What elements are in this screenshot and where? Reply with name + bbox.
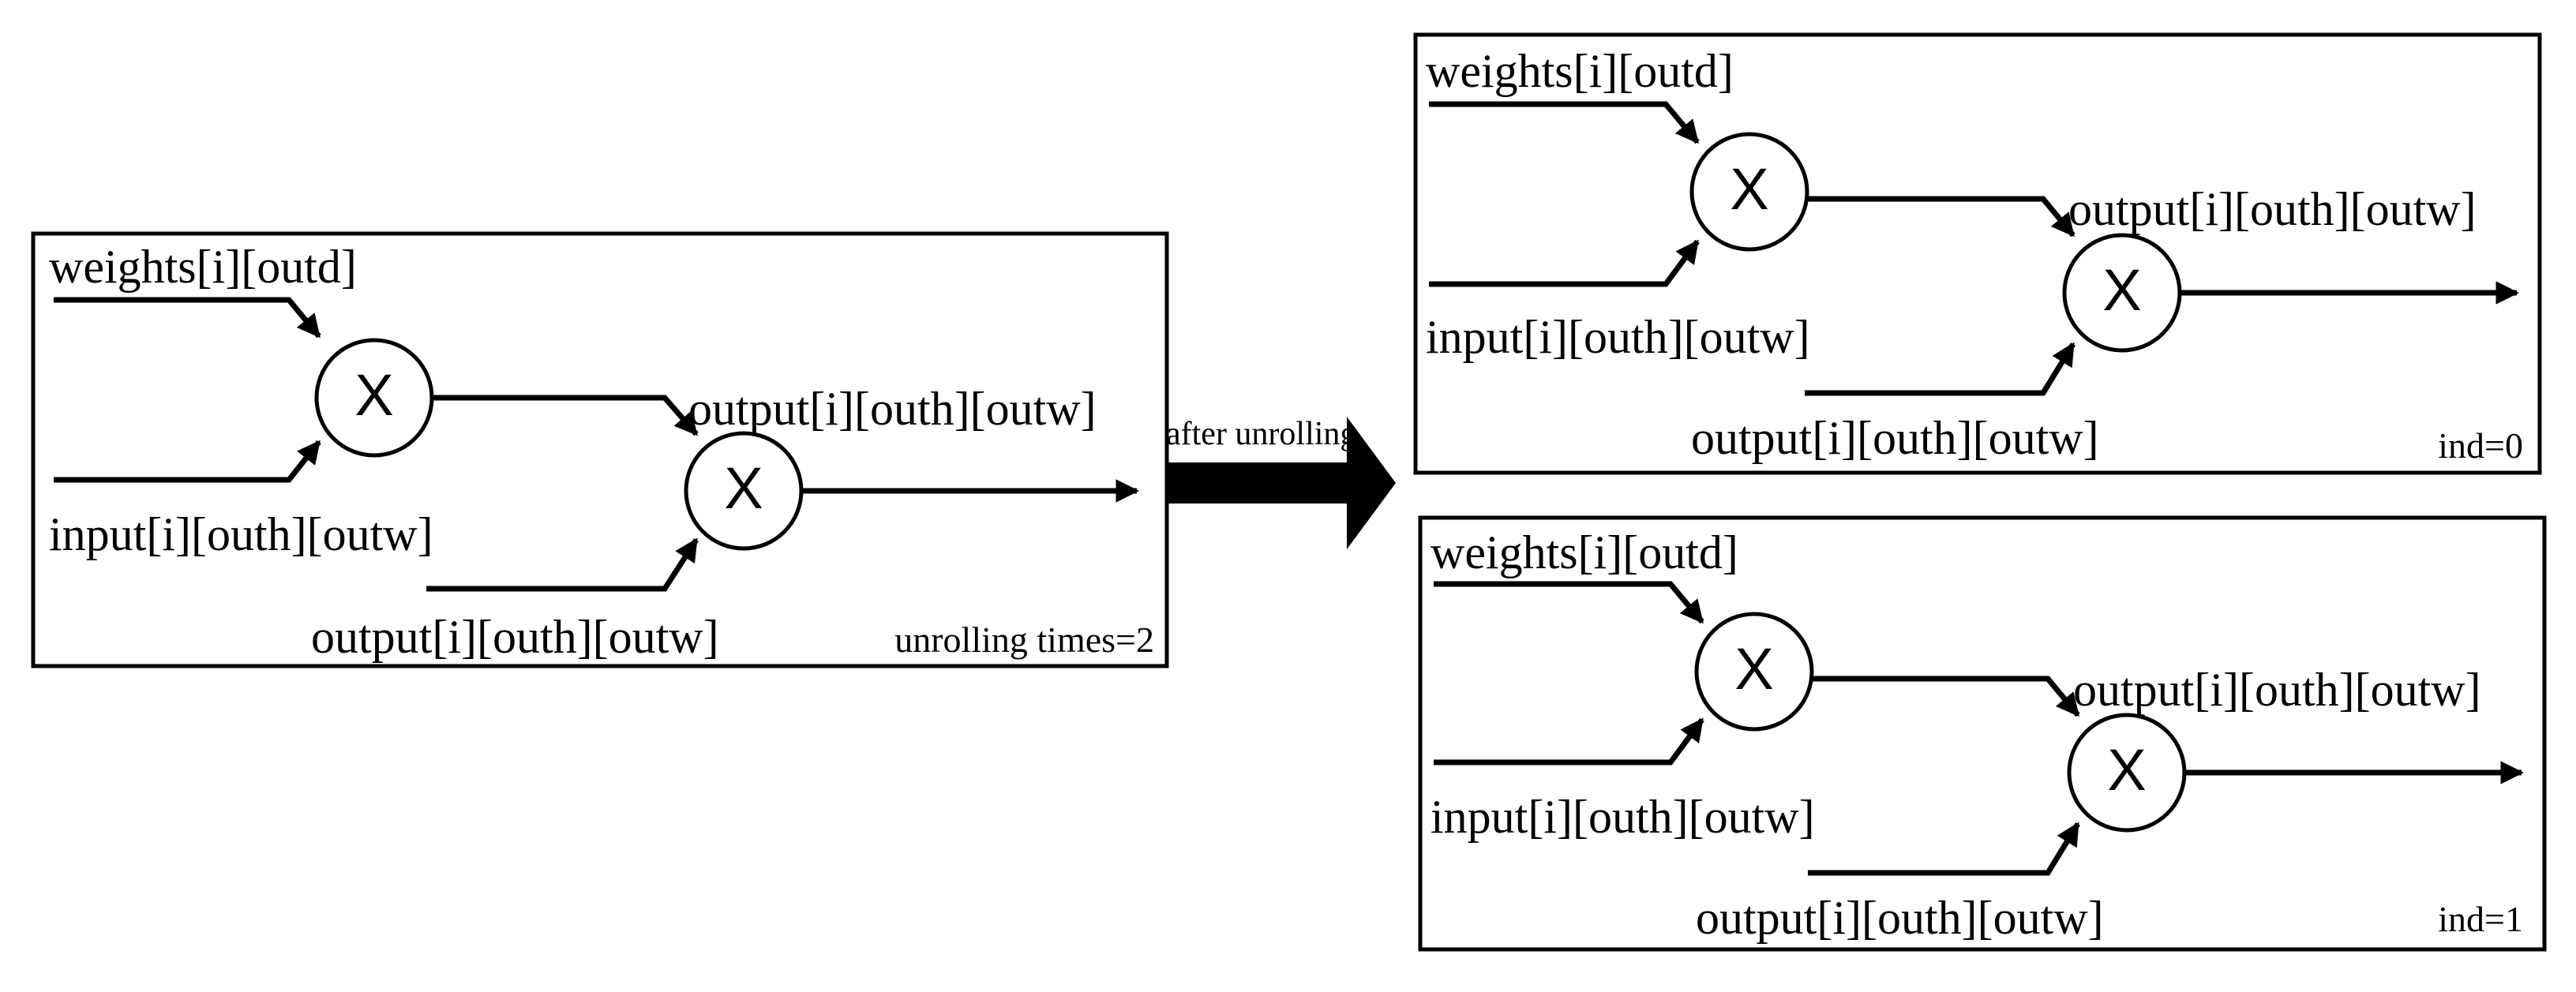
unrolled-block-0: X X weights[i][outd] input[i][outh][outw… [1413, 32, 2542, 475]
index-label-1: ind=1 [2438, 899, 2523, 939]
unrolled-frame-1 [1418, 515, 2547, 952]
multiply-symbol-0-1: X [1730, 156, 1768, 222]
output-label-top-0: output[i][outh][outw] [2068, 183, 2477, 235]
multiply-symbol-1-2: X [2107, 737, 2146, 803]
output-label-bottom: output[i][outh][outw] [311, 611, 719, 663]
weights-wire [54, 297, 321, 339]
input-label-0: input[i][outh][outw] [1426, 311, 1810, 363]
product-wire [431, 395, 699, 436]
output-label-top: output[i][outh][outw] [688, 383, 1097, 435]
unrolled-frame-0 [1413, 32, 2542, 475]
input-wire [54, 440, 321, 483]
original-block: X X weights[i][outd] input[i][outh][outw… [31, 231, 1169, 668]
accumulator-wire-0 [1805, 342, 2075, 396]
unrolled-block-1: X X weights[i][outd] input[i][outh][outw… [1418, 515, 2547, 952]
accumulator-wire [426, 537, 699, 592]
multiply-node-0-1 [1689, 132, 1809, 252]
input-wire-1 [1434, 717, 1704, 766]
weights-wire-1 [1434, 581, 1704, 624]
input-label-1: input[i][outh][outw] [1430, 791, 1815, 843]
product-wire-0 [1806, 196, 2075, 238]
big-arrow-icon [1168, 417, 1396, 549]
product-wire-1 [1811, 676, 2080, 717]
accumulator-wire-1 [1808, 822, 2080, 876]
unrolling-times-note: unrolling times=2 [894, 620, 1154, 660]
transition: after unrolling [1166, 416, 1396, 549]
original-frame [31, 231, 1169, 668]
multiply-symbol-1-1: X [1734, 636, 1773, 702]
weights-label-1: weights[i][outd] [1430, 526, 1738, 578]
transition-label: after unrolling [1166, 416, 1356, 452]
output-label-top-1: output[i][outh][outw] [2073, 664, 2481, 716]
output-label-bottom-1: output[i][outh][outw] [1696, 892, 2104, 944]
index-label-0: ind=0 [2438, 425, 2523, 466]
multiply-symbol-1: X [354, 362, 393, 428]
input-label: input[i][outh][outw] [49, 508, 433, 560]
multiply-symbol-0-2: X [2102, 257, 2141, 323]
output-label-bottom-0: output[i][outh][outw] [1691, 412, 2099, 464]
multiply-symbol-2: X [724, 455, 763, 521]
weights-wire-0 [1429, 101, 1700, 144]
weights-label-0: weights[i][outd] [1426, 45, 1734, 97]
weights-label: weights[i][outd] [49, 241, 357, 293]
input-wire-0 [1429, 239, 1700, 287]
multiply-node-1-1 [1694, 612, 1814, 732]
